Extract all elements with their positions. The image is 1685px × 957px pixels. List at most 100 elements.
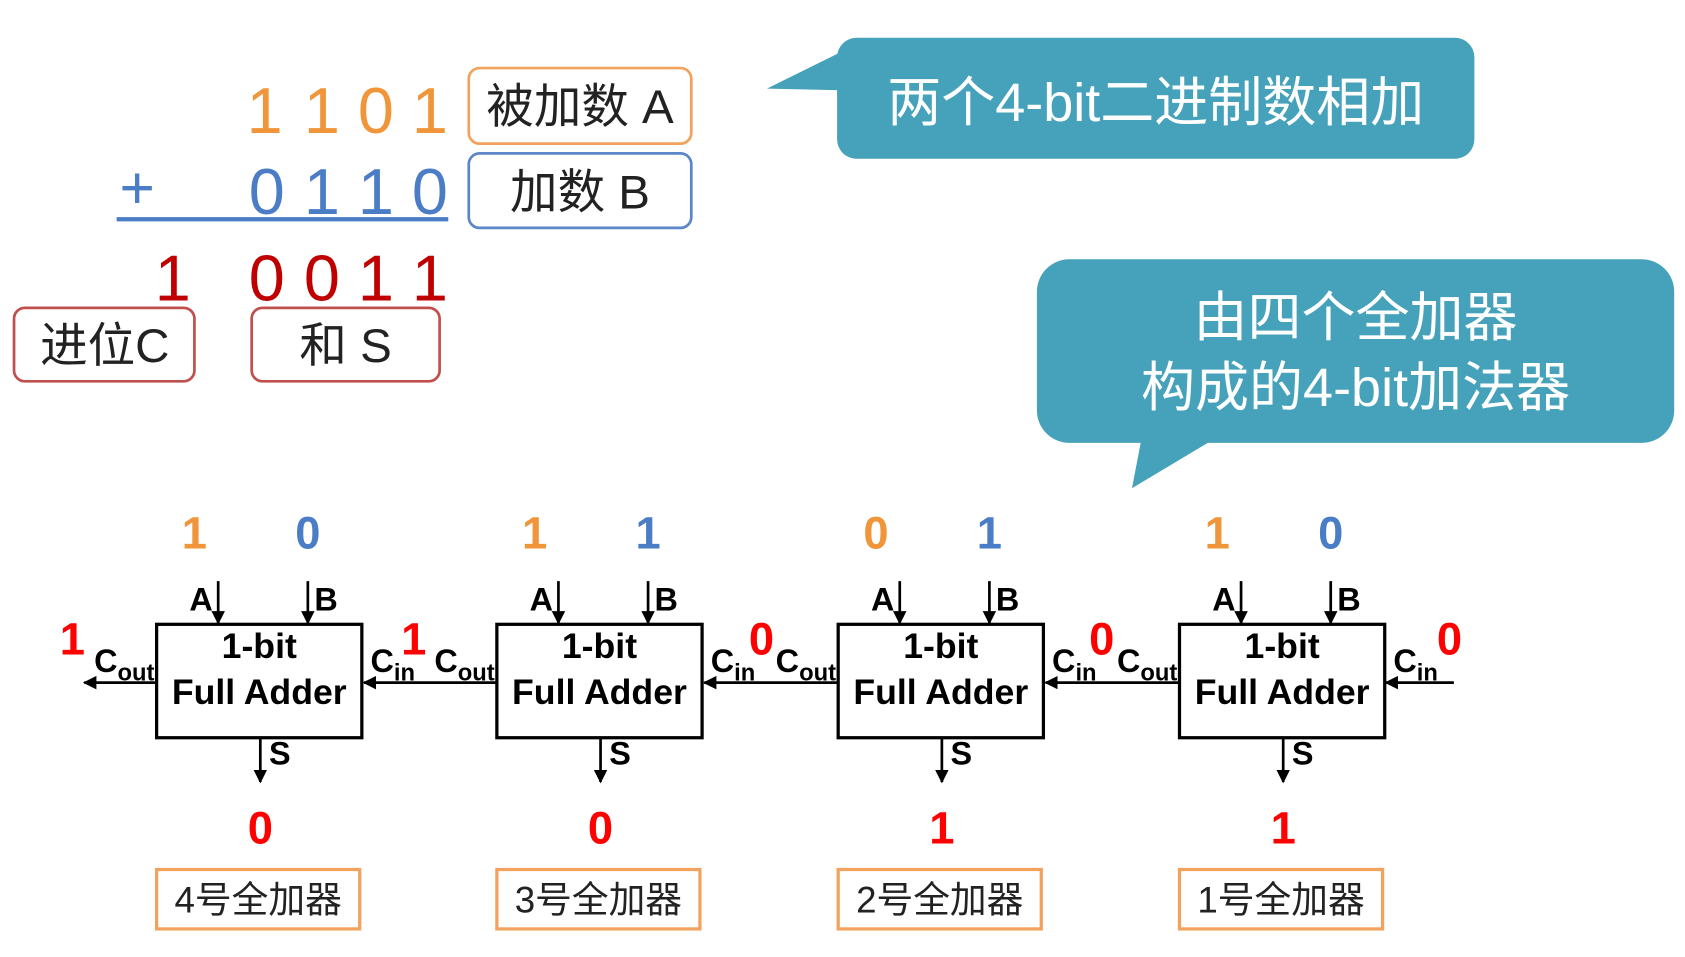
pin-s-label: S xyxy=(609,736,631,772)
adder-caption: 1号全加器 xyxy=(1197,880,1364,921)
cin-label-sub: in xyxy=(734,659,755,686)
input-b-value: 0 xyxy=(295,508,320,559)
carry-digit: 1 xyxy=(155,241,191,314)
cout-label-c: C xyxy=(94,643,117,679)
cin-label-c: C xyxy=(370,643,393,679)
adder-caption: 4号全加器 xyxy=(175,880,342,921)
adder-box xyxy=(836,622,1046,740)
callout-bottom-line-1: 由四个全加器 xyxy=(1194,288,1518,348)
addend-label: 加数 B xyxy=(467,152,693,230)
adder-caption-box xyxy=(836,867,1043,931)
adder-caption-box xyxy=(495,867,702,931)
pin-s-label: S xyxy=(269,736,291,772)
cout-label: Cout xyxy=(94,643,154,687)
sum-label: 和 S xyxy=(250,306,441,383)
plus-sign: + xyxy=(120,153,155,221)
addend-label-box xyxy=(467,152,693,230)
carry-label-text: 进位C xyxy=(40,320,169,373)
result-row: 1 0 0 1 1 xyxy=(155,241,448,314)
adder-caption: 3号全加器 xyxy=(515,880,682,921)
addend-digit: 0 xyxy=(249,155,285,228)
cin-label: Cin xyxy=(711,643,756,687)
pin-b-label: B xyxy=(1337,581,1360,617)
addend-row: + 0 1 1 0 xyxy=(116,153,449,228)
pin-a-label: A xyxy=(530,581,553,617)
adder-caption-box xyxy=(1177,867,1385,931)
output-s-value: 0 xyxy=(588,803,613,854)
augend-label-text: 被加数 A xyxy=(486,81,674,134)
carry-label-box xyxy=(12,306,196,383)
input-a-value: 1 xyxy=(522,508,547,559)
output-s-value: 1 xyxy=(1271,803,1296,854)
augend-digit: 1 xyxy=(304,74,340,147)
adder-subtitle: Full Adder xyxy=(1195,672,1370,712)
cout-label: Cout xyxy=(1117,643,1177,687)
adder-title: 1-bit xyxy=(222,626,297,666)
sum-digit: 1 xyxy=(358,241,394,314)
adder-box xyxy=(495,622,704,740)
adder-subtitle: Full Adder xyxy=(512,672,687,712)
pin-b-label: B xyxy=(996,581,1019,617)
cin-label-c: C xyxy=(1393,643,1416,679)
output-s-value: 0 xyxy=(248,803,273,854)
input-b-value: 0 xyxy=(1318,508,1343,559)
cin-label-sub: in xyxy=(1075,659,1096,686)
adder-caption-box xyxy=(154,867,362,931)
input-b-value: 1 xyxy=(977,508,1002,559)
carry-value: 0 xyxy=(1089,614,1114,665)
sum-label-box xyxy=(250,306,441,383)
pin-b-label: B xyxy=(655,581,678,617)
pin-s-label: S xyxy=(951,736,973,772)
augend-digit: 1 xyxy=(247,74,283,147)
cin-label-c: C xyxy=(711,643,734,679)
callout-top: 两个4-bit二进制数相加 xyxy=(766,37,1475,159)
pin-b-label: B xyxy=(314,581,337,617)
adder-caption: 2号全加器 xyxy=(856,880,1023,921)
sum-label-text: 和 S xyxy=(299,320,391,373)
cin-label-sub: in xyxy=(394,659,415,686)
pin-a-label: A xyxy=(871,581,894,617)
output-s-value: 1 xyxy=(929,803,954,854)
sum-digit: 0 xyxy=(304,241,340,314)
augend-label-box xyxy=(467,66,693,146)
carry-value: 1 xyxy=(401,614,426,665)
cin-label-sub: in xyxy=(1417,659,1438,686)
adder-box xyxy=(154,622,364,740)
pin-a-label: A xyxy=(189,581,212,617)
cin-label: Cin xyxy=(1052,643,1097,687)
cin-label: Cin xyxy=(1393,643,1438,687)
cout-label-c: C xyxy=(1117,643,1140,679)
augend-digit: 0 xyxy=(358,74,394,147)
adder-box xyxy=(1177,622,1387,740)
adder-subtitle: Full Adder xyxy=(853,672,1028,712)
adder-title: 1-bit xyxy=(562,626,637,666)
adder-subtitle: Full Adder xyxy=(172,672,347,712)
augend-label: 被加数 A xyxy=(467,66,693,146)
callout-bottom-line-2: 构成的4-bit加法器 xyxy=(1141,358,1570,418)
carry-value: 0 xyxy=(1437,614,1462,665)
callout-top-bubble xyxy=(837,37,1475,159)
addend-label-text: 加数 B xyxy=(510,166,650,219)
cin-label: Cin xyxy=(370,643,415,687)
pin-s-label: S xyxy=(1292,736,1314,772)
callout-bottom-bubble xyxy=(1036,259,1675,443)
cout-label: Cout xyxy=(776,643,836,687)
augend-digit: 1 xyxy=(412,74,448,147)
pin-a-label: A xyxy=(1212,581,1235,617)
carry-label: 进位C xyxy=(12,306,196,383)
cout-label: Cout xyxy=(434,643,494,687)
carry-value: 0 xyxy=(749,614,774,665)
input-a-value: 1 xyxy=(182,508,207,559)
binary-addition: 1 1 0 1 + 0 1 1 0 1 0 0 1 1 被加数 A 加数 B xyxy=(12,66,693,383)
addend-digit: 1 xyxy=(358,155,394,228)
adder-title: 1-bit xyxy=(903,626,978,666)
augend-row: 1 1 0 1 xyxy=(247,74,448,147)
carry-value: 1 xyxy=(60,614,85,665)
cin-label-c: C xyxy=(1052,643,1075,679)
